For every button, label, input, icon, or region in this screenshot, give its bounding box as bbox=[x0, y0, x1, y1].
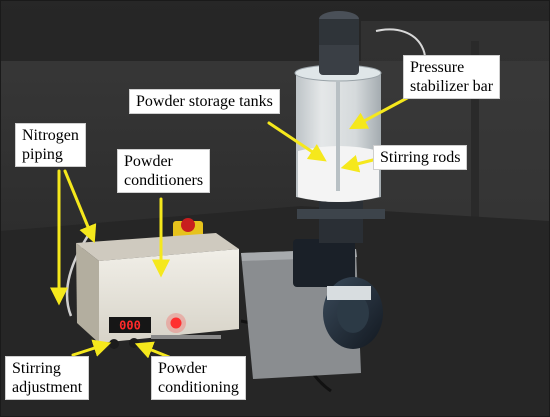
arrow-storage-tanks bbox=[267, 121, 327, 162]
tank-cap bbox=[319, 41, 359, 75]
motor-label bbox=[327, 286, 371, 300]
arrow-stabilizer-bar bbox=[349, 95, 411, 130]
label-pressure-stabilizer-bar: Pressure stabilizer bar bbox=[403, 55, 501, 99]
stirring-knob bbox=[109, 339, 119, 349]
conditioner-top bbox=[76, 233, 239, 261]
display-readout: 000 bbox=[119, 319, 141, 333]
arrow-stirring-rods bbox=[340, 154, 379, 173]
label-powder-conditioning: Powder conditioning bbox=[151, 356, 246, 400]
conditioning-knob bbox=[129, 338, 139, 348]
digit-display bbox=[109, 317, 151, 333]
label-powder-conditioners: Powder conditioners bbox=[117, 149, 211, 193]
callout-arrows bbox=[50, 95, 411, 359]
label-stirring-rods: Stirring rods bbox=[373, 145, 468, 170]
arrow-stirring-adjustment bbox=[71, 339, 112, 357]
motor-housing bbox=[293, 239, 355, 287]
stirring-rod bbox=[336, 81, 340, 191]
label-nitrogen-piping: Nitrogen piping bbox=[15, 123, 86, 167]
indicator-lamp bbox=[170, 317, 182, 329]
label-powder-storage-tanks: Powder storage tanks bbox=[129, 89, 280, 114]
label-stirring-adjustment: Stirring adjustment bbox=[5, 356, 90, 400]
arrow-nitrogen-pipe bbox=[63, 169, 97, 244]
arrow-powder-conditioning bbox=[134, 341, 171, 359]
